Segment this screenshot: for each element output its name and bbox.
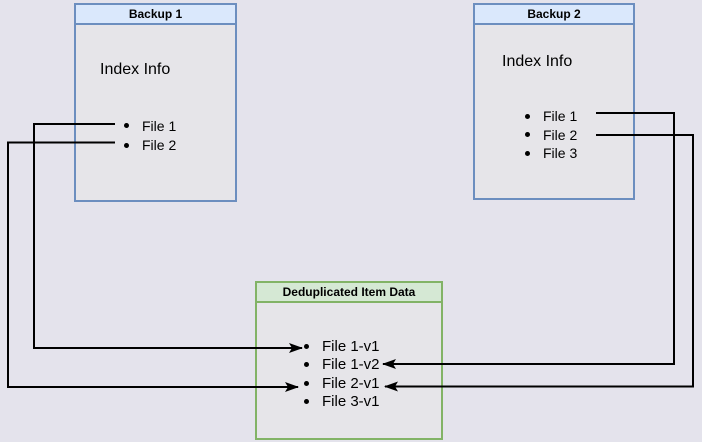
list-item: File 1 (124, 116, 176, 136)
backup2-title: Backup 2 (475, 5, 633, 25)
list-item: File 3 (525, 144, 577, 163)
dedup-file-list: File 1-v1 File 1-v2 File 2-v1 File 3-v1 (304, 337, 380, 411)
list-item: File 1-v2 (304, 356, 380, 375)
backup1-file-list: File 1 File 2 (124, 116, 176, 155)
list-item: File 1 (525, 107, 577, 126)
deduplicated-item-data-title: Deduplicated Item Data (257, 283, 441, 303)
list-item: File 3-v1 (304, 393, 380, 412)
list-item: File 2 (124, 136, 176, 156)
backup1-index-info-label: Index Info (100, 61, 171, 78)
list-item: File 2 (525, 126, 577, 145)
deduplicated-item-data-box: Deduplicated Item Data File 1-v1 File 1-… (255, 281, 443, 440)
list-item: File 2-v1 (304, 374, 380, 393)
backup1-title: Backup 1 (76, 5, 235, 25)
backup1-box: Backup 1 Index Info File 1 File 2 (74, 3, 237, 202)
list-item: File 1-v1 (304, 337, 380, 356)
backup2-box: Backup 2 Index Info File 1 File 2 File 3 (473, 3, 635, 200)
backup2-index-info-label: Index Info (502, 53, 573, 70)
backup2-file-list: File 1 File 2 File 3 (525, 107, 577, 163)
